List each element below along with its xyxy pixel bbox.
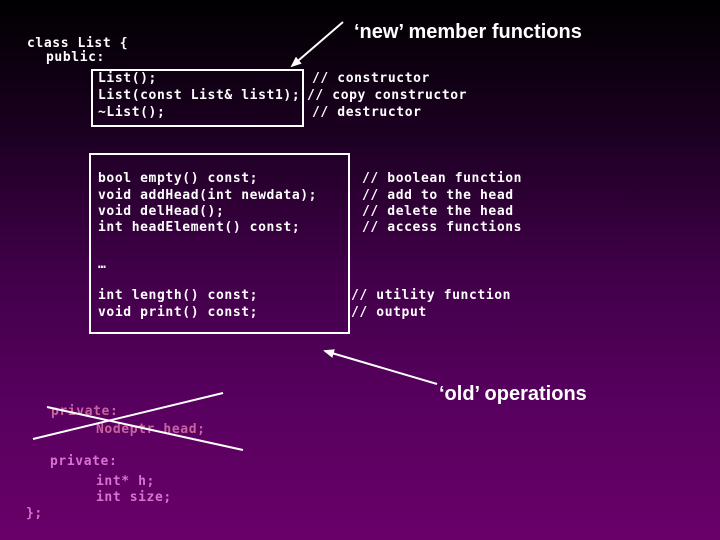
code-empty: bool empty() const; xyxy=(98,171,259,186)
comment-output: // output xyxy=(351,305,427,320)
code-delhead: void delHead(); xyxy=(98,204,225,219)
code-destructor: ~List(); xyxy=(98,105,166,120)
constructors-box xyxy=(91,69,304,127)
code-constructor: List(); xyxy=(98,71,157,86)
comment-access-functions: // access functions xyxy=(362,220,523,235)
code-headelement: int headElement() const; xyxy=(98,220,301,235)
code-public-label: public: xyxy=(46,50,105,65)
code-crossed-private: private: xyxy=(51,404,119,419)
comment-add-head: // add to the head xyxy=(362,188,514,203)
code-closing-brace: }; xyxy=(26,506,43,521)
code-int-pointer-h: int* h; xyxy=(96,474,155,489)
code-print: void print() const; xyxy=(98,305,259,320)
member-functions-box xyxy=(89,153,350,334)
arrow-old-operations xyxy=(323,349,438,385)
code-copy-constructor: List(const List& list1); xyxy=(98,88,301,103)
code-length: int length() const; xyxy=(98,288,259,303)
title-new-member-functions: ‘new’ member functions xyxy=(354,21,582,43)
arrow-new-functions xyxy=(290,21,344,68)
comment-destructor: // destructor xyxy=(312,105,422,120)
code-private-label: private: xyxy=(50,454,118,469)
comment-constructor: // constructor xyxy=(312,71,430,86)
comment-delete-head: // delete the head xyxy=(362,204,514,219)
comment-copy-constructor: // copy constructor xyxy=(307,88,468,103)
title-old-operations: ‘old’ operations xyxy=(439,383,587,405)
code-int-size: int size; xyxy=(96,490,172,505)
comment-utility-function: // utility function xyxy=(351,288,512,303)
code-crossed-nodeptr-head: Nodeptr head; xyxy=(96,422,206,437)
code-addhead: void addHead(int newdata); xyxy=(98,188,318,203)
code-class-declaration: class List { xyxy=(27,36,129,51)
comment-boolean-function: // boolean function xyxy=(362,171,523,186)
code-ellipsis: … xyxy=(98,257,107,272)
